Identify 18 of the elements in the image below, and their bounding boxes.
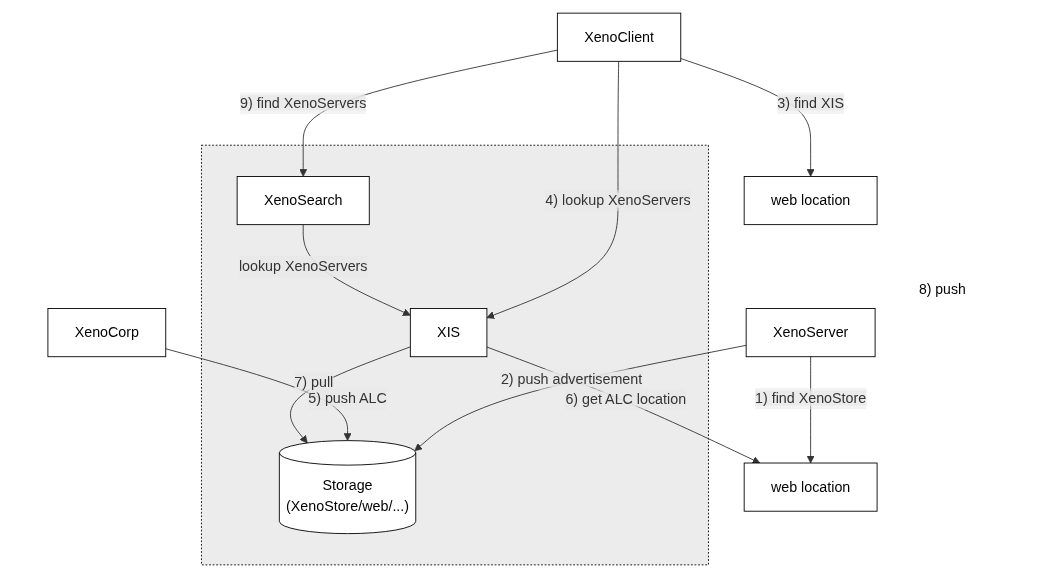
step-label: 8) push [919, 281, 967, 297]
edge-label: 9) find XenoServers [240, 95, 367, 111]
node-box: web location [743, 462, 878, 512]
edge-label: 7) pull [294, 374, 334, 390]
node-box: XenoSearch [236, 176, 370, 226]
edge-label: 3) find XIS [777, 95, 844, 111]
edge-label: 5) push ALC [308, 390, 387, 406]
node-box: XenoCorp [47, 308, 167, 358]
node-box: XIS [409, 308, 488, 358]
edge-label: lookup XenoServers [238, 258, 368, 274]
edge-label: 4) lookup XenoServers [545, 192, 691, 208]
edge-label: 1) find XenoStore [755, 390, 867, 406]
edge-label: 6) get ALC location [565, 391, 687, 407]
node-box: web location [743, 176, 878, 226]
node-box: XenoClient [556, 12, 682, 62]
node-box: XenoServer [745, 308, 876, 358]
cluster [201, 144, 709, 566]
edge-label: 2) push advertisement [500, 371, 643, 387]
